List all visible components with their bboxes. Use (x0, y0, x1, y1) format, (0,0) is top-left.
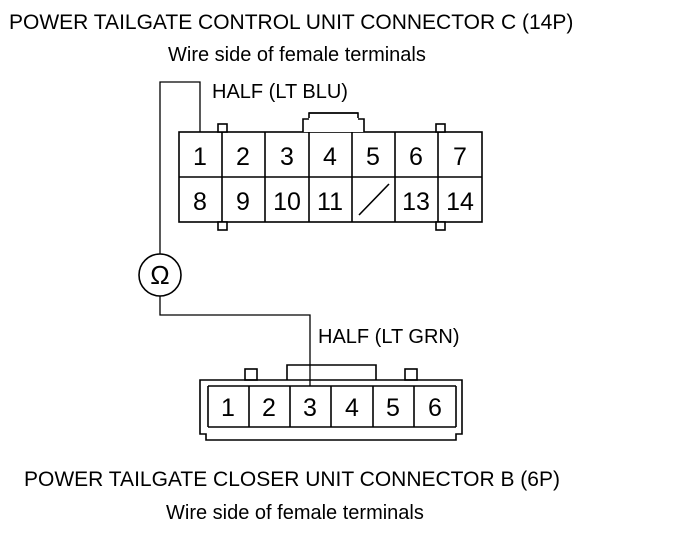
connector-b-terminal: 2 (262, 394, 276, 422)
connector-b-title: POWER TAILGATE CLOSER UNIT CONNECTOR B (… (24, 468, 560, 491)
connector-c-terminal: 11 (317, 188, 343, 216)
connector-c-subtitle: Wire side of female terminals (168, 44, 426, 66)
probe-wires (159, 81, 311, 386)
connector-b-terminal: 6 (428, 394, 442, 422)
ohmmeter-icon: Ω (138, 253, 182, 297)
connector-c-terminal: 9 (236, 188, 250, 216)
connector-b-subtitle: Wire side of female terminals (166, 502, 424, 524)
connector-c-guide-tab (217, 123, 228, 133)
connector-b (199, 364, 463, 441)
connector-c-guide-tab (435, 221, 446, 231)
connector-b-terminal: 3 (303, 394, 317, 422)
connector-c-guide-tab (217, 221, 228, 231)
probe-wire-b (159, 296, 311, 386)
connector-c-terminal: 5 (366, 143, 380, 171)
ohm-symbol: Ω (150, 260, 169, 290)
connector-c-terminal: 6 (409, 143, 423, 171)
connector-c-title: POWER TAILGATE CONTROL UNIT CONNECTOR C … (9, 11, 574, 34)
connector-b-terminal: 4 (345, 394, 359, 422)
probe-wire-c (159, 81, 201, 254)
empty-terminal-mark (358, 183, 390, 216)
connector-c-terminal: 4 (323, 143, 337, 171)
connector-b-housing (199, 379, 463, 441)
connector-b-guide-tab (404, 368, 418, 381)
connector-c-wire-label: HALF (LT BLU) (212, 81, 348, 103)
connector-b-terminal: 5 (386, 394, 400, 422)
connector-c-terminal: 10 (273, 188, 301, 216)
connector-b-lock-tab (286, 364, 377, 380)
connector-c-terminal: 3 (280, 143, 294, 171)
connector-c-row2: 8 9 10 11 13 14 (193, 188, 474, 216)
connector-c-terminal: 13 (402, 188, 430, 216)
connector-b-terminal: 1 (221, 394, 235, 422)
connector-c-terminal: 1 (193, 143, 207, 171)
connector-c-terminal: 2 (236, 143, 250, 171)
connector-b-guide-tab (244, 368, 258, 381)
connector-c-terminal: 14 (446, 188, 474, 216)
connector-c-terminal: 7 (453, 143, 467, 171)
connector-b-wire-label: HALF (LT GRN) (318, 326, 460, 348)
connector-c-row1: 1 2 3 4 5 6 7 (193, 143, 467, 171)
connector-c-guide-tab (435, 123, 446, 133)
connector-c (178, 112, 483, 231)
connector-c-terminal: 8 (193, 188, 207, 216)
